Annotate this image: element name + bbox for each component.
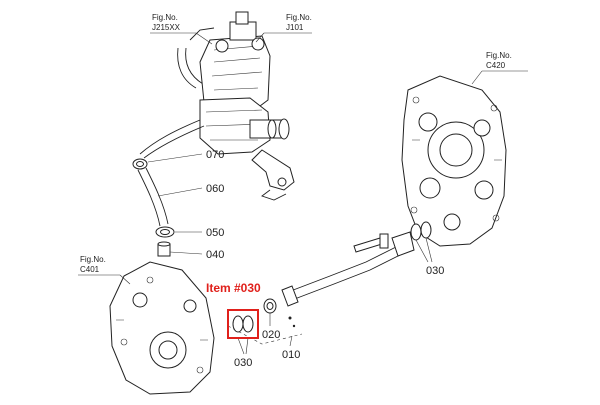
highlight-label: Item #030 — [206, 281, 261, 295]
svg-text:Fig.No.: Fig.No. — [152, 13, 178, 22]
callout-030-right: 030 — [415, 237, 444, 277]
highlight-box — [227, 309, 259, 339]
svg-text:C401: C401 — [80, 265, 100, 274]
gear-case-cover — [401, 75, 507, 247]
fig-label-c401: Fig.No. C401 — [78, 255, 131, 285]
svg-text:C420: C420 — [486, 61, 506, 70]
callout-040: 040 — [169, 249, 224, 261]
fig-label-j215: Fig.No. J215XX — [150, 13, 213, 45]
svg-text:030: 030 — [426, 265, 444, 277]
svg-text:J101: J101 — [286, 23, 304, 32]
svg-text:Fig.No.: Fig.No. — [80, 255, 106, 264]
svg-text:020: 020 — [262, 329, 280, 341]
fig-label-j101: Fig.No. J101 — [255, 13, 312, 43]
callout-050: 050 — [175, 227, 224, 239]
svg-text:Fig.No.: Fig.No. — [286, 13, 312, 22]
svg-text:Fig.No.: Fig.No. — [486, 51, 512, 60]
svg-text:060: 060 — [206, 183, 224, 195]
item-030-highlight: Item #030 — [206, 281, 261, 339]
svg-text:070: 070 — [206, 149, 224, 161]
o-ring-030-b — [242, 315, 254, 333]
svg-text:030: 030 — [234, 357, 252, 369]
return-pipe-assembly — [227, 221, 432, 345]
svg-text:010: 010 — [282, 349, 300, 361]
callout-060: 060 — [157, 183, 224, 197]
callout-020: 020 — [262, 313, 280, 341]
svg-text:J215XX: J215XX — [152, 23, 181, 32]
callout-070: 070 — [147, 149, 224, 163]
housing-c401 — [109, 261, 215, 395]
callout-010: 010 — [282, 335, 300, 361]
injection-pump-assembly — [139, 11, 295, 201]
svg-text:040: 040 — [206, 249, 224, 261]
fig-label-c420: Fig.No. C420 — [471, 51, 528, 85]
o-ring-030-a — [232, 315, 244, 333]
fuel-hose-assembly — [132, 158, 175, 257]
svg-text:050: 050 — [206, 227, 224, 239]
callout-030-left: 030 — [234, 337, 252, 369]
